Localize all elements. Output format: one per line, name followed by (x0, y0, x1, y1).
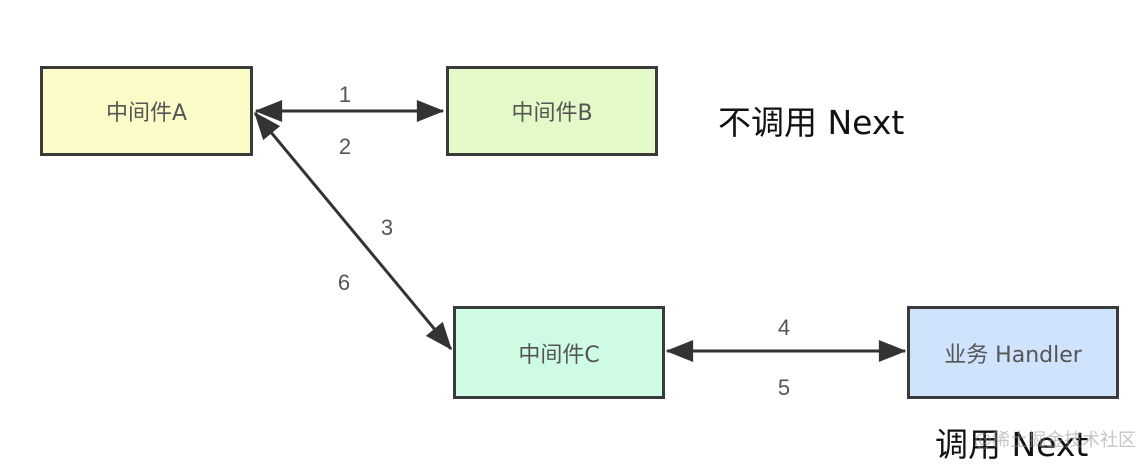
watermark: @稀土掘金技术社区 (974, 430, 1136, 451)
edge-a-c-label-bottom: 6 (337, 270, 351, 295)
edge-a-c (253, 111, 453, 351)
node-middleware-a-label: 中间件A (105, 101, 188, 126)
node-middleware-b-label: 中间件B (511, 101, 593, 126)
node-middleware-c: 中间件C (453, 306, 665, 399)
node-middleware-a: 中间件A (40, 66, 253, 156)
node-business-handler-label: 业务 Handler (944, 342, 1082, 368)
edge-c-d-label-bottom: 5 (777, 375, 791, 400)
edge-a-b-label-top: 1 (338, 82, 352, 107)
edge-a-b-label-bottom: 2 (338, 134, 352, 159)
node-middleware-b: 中间件B (446, 66, 658, 156)
node-business-handler: 业务 Handler (907, 306, 1119, 399)
note-no-next: 不调用 Next (718, 103, 905, 142)
edge-c-d-label-top: 4 (777, 315, 791, 340)
node-middleware-c-label: 中间件C (518, 342, 600, 368)
note-next: 调用 Next (935, 425, 1089, 464)
edge-a-c-label-top: 3 (380, 215, 394, 240)
